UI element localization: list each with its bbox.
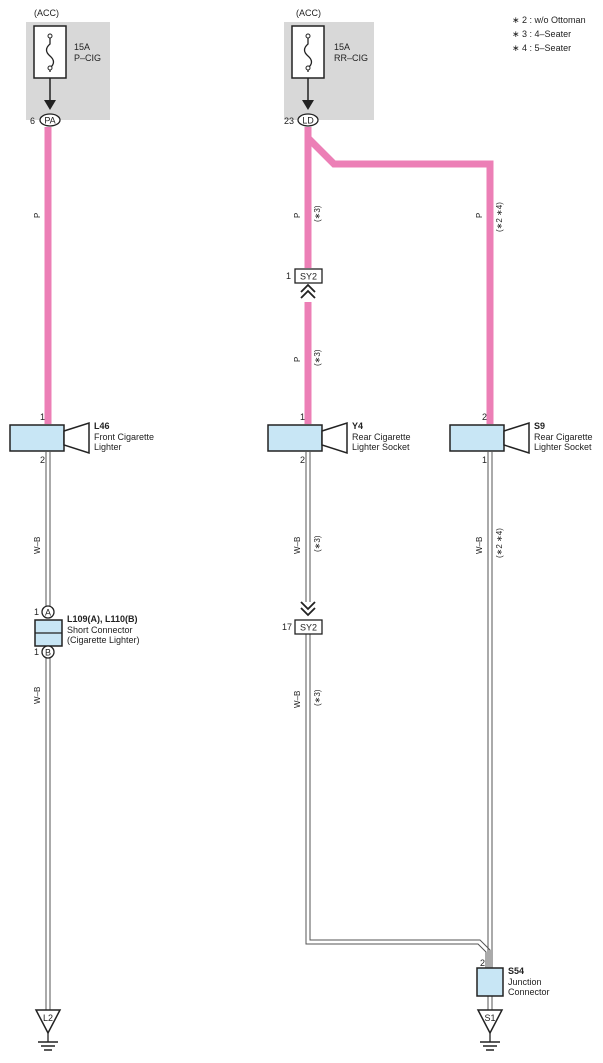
- pin-label: 2: [482, 412, 487, 422]
- inline-connector-sy2-bottom: 17 SY2: [282, 601, 323, 635]
- ground-s1: S1: [476, 1009, 504, 1051]
- connector-pa: [39, 113, 61, 127]
- fuse-rating: 15A: [74, 42, 90, 52]
- component-code: L46: [94, 421, 110, 431]
- wire-color-label: W–B: [293, 691, 302, 708]
- wire-color-label: P: [475, 213, 484, 218]
- lighter-body: [9, 424, 65, 452]
- wire-color-label: P: [293, 213, 302, 218]
- chevron-up-icon: [300, 283, 316, 299]
- fuse-name: RR–CIG: [334, 53, 368, 63]
- legend-item-3: ∗ 3 : 4–Seater: [512, 29, 571, 39]
- pin-label: 1: [34, 647, 39, 657]
- fuse-rating: 15A: [334, 42, 350, 52]
- wire-option-label: (∗2 ∗4): [495, 202, 504, 232]
- pin-label: 1: [40, 412, 45, 422]
- component-desc: Front Cigarette: [94, 432, 154, 442]
- pin-label: 2: [480, 958, 485, 968]
- connector-name: SY2: [300, 623, 317, 633]
- arrow-down-icon: [44, 100, 56, 110]
- wire-option-label: (∗3): [313, 349, 322, 366]
- legend-item-2: ∗ 2 : w/o Ottoman: [512, 15, 586, 25]
- wire-color-label: P: [33, 213, 42, 218]
- wire-color-label: P: [293, 357, 302, 362]
- pin-label: 1: [34, 607, 39, 617]
- wire-color-label: W–B: [33, 537, 42, 554]
- component-s9: 2 1 S9 Rear Cigarette Lighter Socket: [449, 412, 593, 465]
- fuse-pin: 23: [284, 116, 294, 126]
- wire-pink-branch: [305, 135, 494, 424]
- fuse-supply-label: (ACC): [296, 8, 321, 18]
- pin-label: 1: [300, 412, 305, 422]
- socket-body: [267, 424, 323, 452]
- component-desc: Lighter Socket: [352, 442, 410, 452]
- pin-label: 2: [40, 455, 45, 465]
- component-desc: (Cigarette Lighter): [67, 635, 140, 645]
- pin-label: 1: [482, 455, 487, 465]
- fuse-box-p-cig: (ACC) 15A P–CIG 6 PA: [26, 8, 110, 127]
- fuse-supply-label: (ACC): [34, 8, 59, 18]
- connector-pa-label: PA: [44, 116, 55, 126]
- wire-option-label: (∗3): [313, 689, 322, 706]
- connector-ld: [297, 113, 319, 127]
- component-desc: Rear Cigarette: [534, 432, 593, 442]
- component-l46: 1 2 L46 Front Cigarette Lighter: [9, 412, 154, 465]
- lighter-icon: [63, 421, 90, 455]
- ground-l2: L2: [34, 1009, 62, 1051]
- component-desc: Lighter: [94, 442, 122, 452]
- connector-pin: 17: [282, 622, 292, 632]
- short-connector: 1 A 1 B L109(A), L110(B) Short Connector…: [34, 605, 140, 659]
- wire-option-label: (∗2 ∗4): [495, 528, 504, 558]
- wire-option-label: (∗3): [313, 535, 322, 552]
- fuse-box-rr-cig: (ACC) 15A RR–CIG 23 LD: [284, 8, 374, 127]
- component-code: S54: [508, 966, 524, 976]
- component-code: Y4: [352, 421, 363, 431]
- ground-label: L2: [43, 1013, 53, 1023]
- ground-triangle-icon: [476, 1009, 504, 1035]
- pink-wires: [44, 127, 494, 424]
- component-desc: Rear Cigarette: [352, 432, 411, 442]
- component-code: S9: [534, 421, 545, 431]
- socket-icon: [321, 421, 348, 455]
- connector-ld-label: LD: [302, 116, 314, 126]
- inline-connector-sy2-top: 1 SY2: [286, 268, 323, 299]
- component-code: L109(A), L110(B): [67, 614, 138, 624]
- component-desc: Junction: [508, 977, 542, 987]
- junction-connector-s54: 2 S54 Junction Connector: [476, 958, 550, 997]
- junction-body: [476, 967, 504, 997]
- component-desc: Lighter Socket: [534, 442, 592, 452]
- component-y4: 1 2 Y4 Rear Cigarette Lighter Socket: [267, 412, 411, 465]
- wire-color-label: W–B: [293, 537, 302, 554]
- connector-name: SY2: [300, 272, 317, 282]
- connector-letter: B: [45, 648, 51, 658]
- socket-body: [449, 424, 505, 452]
- fuse-name: P–CIG: [74, 53, 101, 63]
- wire-color-label: W–B: [33, 687, 42, 704]
- ground-label: S1: [484, 1013, 495, 1023]
- option-legend: ∗ 2 : w/o Ottoman ∗ 3 : 4–Seater ∗ 4 : 5…: [512, 15, 586, 53]
- legend-item-4: ∗ 4 : 5–Seater: [512, 43, 571, 53]
- chevron-down-icon: [300, 601, 316, 617]
- wire-color-label: W–B: [475, 537, 484, 554]
- component-desc: Short Connector: [67, 625, 133, 635]
- fuse-pin: 6: [30, 116, 35, 126]
- pin-label: 2: [300, 455, 305, 465]
- wire-option-label: (∗3): [313, 205, 322, 222]
- component-desc: Connector: [508, 987, 550, 997]
- connector-pin: 1: [286, 271, 291, 281]
- socket-icon: [503, 421, 530, 455]
- ground-triangle-icon: [34, 1009, 62, 1035]
- wb-wires: [45, 451, 493, 1010]
- arrow-down-icon: [302, 100, 314, 110]
- connector-letter: A: [45, 608, 51, 618]
